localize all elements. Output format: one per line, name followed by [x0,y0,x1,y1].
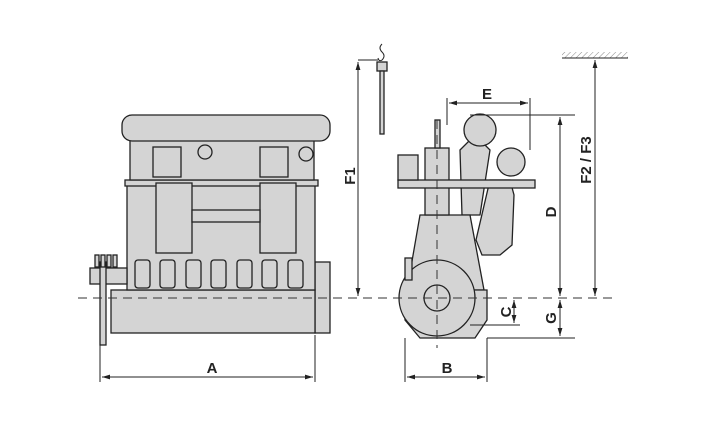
ceiling-hatch [562,52,628,58]
inspection-doors [134,259,304,289]
pump-housing [89,267,128,285]
cross-beam [191,209,261,223]
exhaust-bend-right [298,146,314,162]
label-c: C [498,306,515,317]
label-g: G [543,312,560,324]
cylinder-unit-right [259,182,297,254]
label-d: D [543,206,560,217]
label-a: A [207,360,218,377]
lifting-hook [358,43,388,135]
cylinder-unit-left [155,182,193,254]
valve-cover-left [152,146,182,178]
label-f2-f3: F2 / F3 [578,136,595,184]
filter-cartridges [94,254,118,268]
engine-base [110,289,316,334]
front-pulley [99,261,107,346]
control-box [397,154,419,181]
label-e: E [482,86,492,103]
label-b: B [442,360,453,377]
side-fitting [404,257,413,281]
exhaust-bend-left [197,144,213,160]
label-f1: F1 [342,167,359,185]
platform-plate [397,179,536,189]
charge-air-manifold [121,114,331,142]
valve-cover-right [259,146,289,178]
engine-front-view [89,114,331,346]
turbocharger [463,113,497,147]
compressor [496,147,526,177]
